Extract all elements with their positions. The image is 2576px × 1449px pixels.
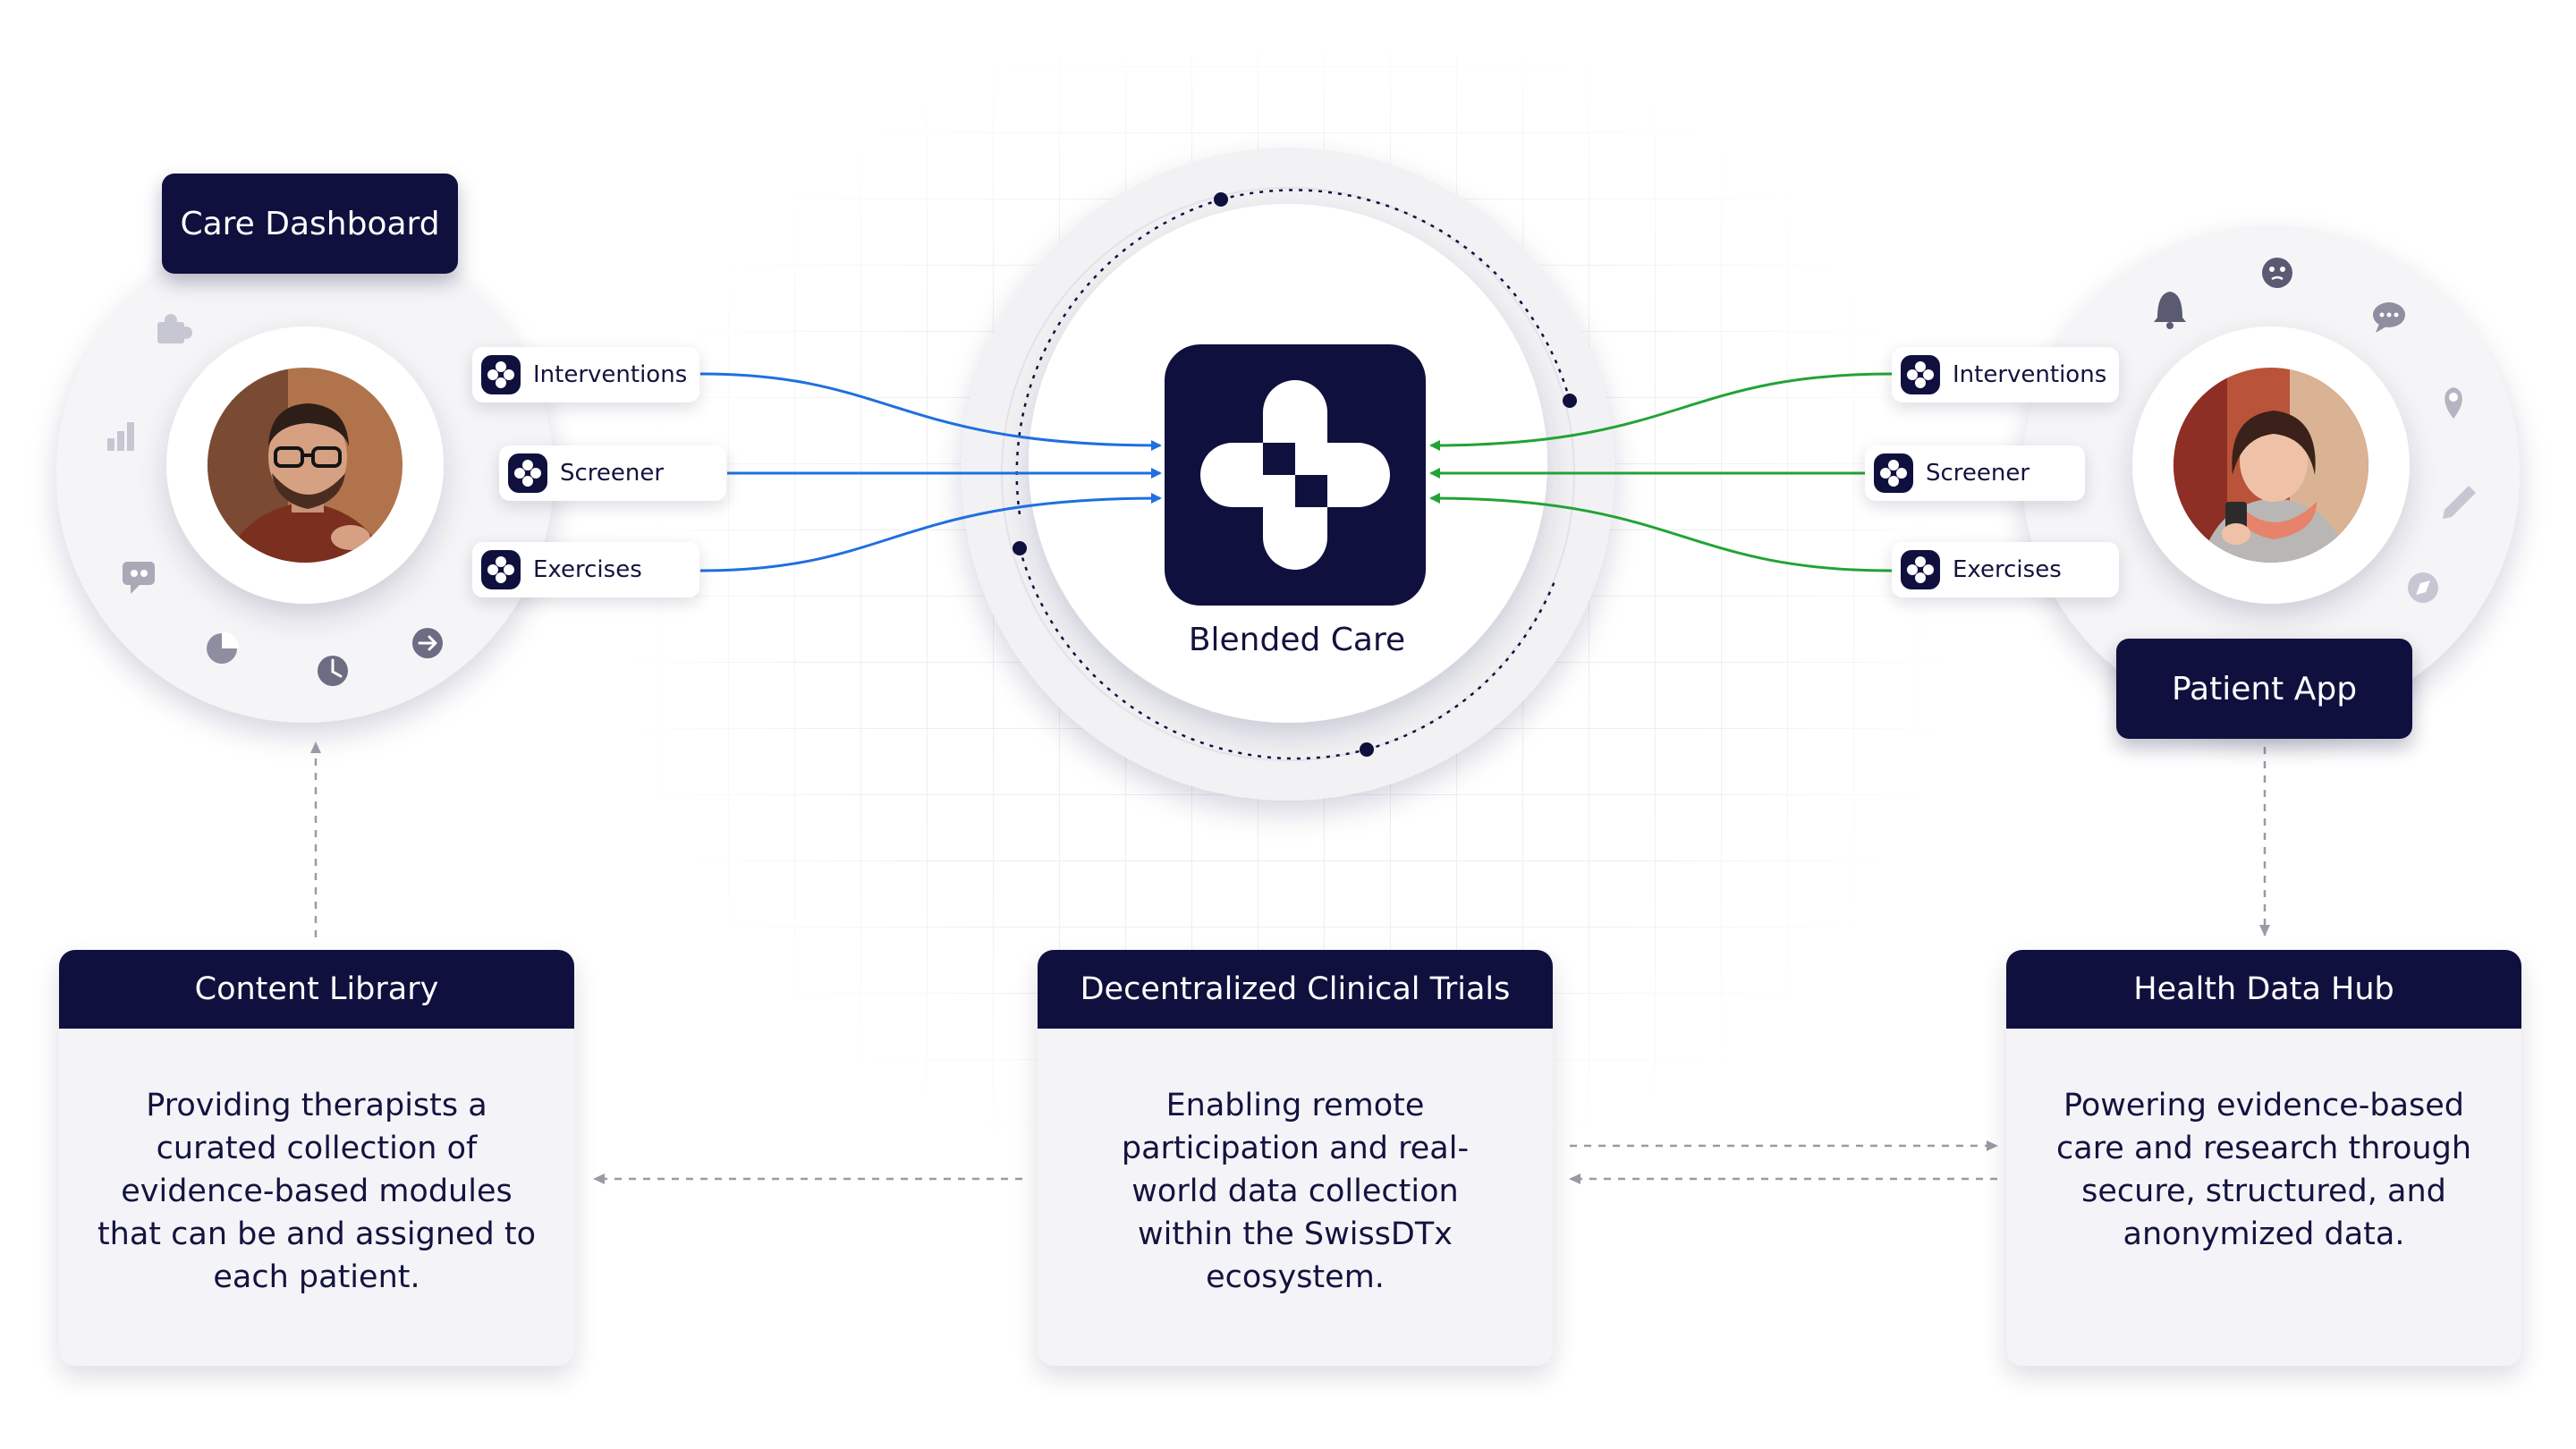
left-pill-screener[interactable]: Screener bbox=[499, 445, 726, 501]
connector-interventions-right bbox=[1429, 372, 1893, 451]
right-pill-exercises-label: Exercises bbox=[1953, 556, 2062, 583]
patient-app-label[interactable]: Patient App bbox=[2116, 639, 2412, 739]
puzzle-icon bbox=[157, 314, 192, 343]
left-pill-screener-label: Screener bbox=[560, 460, 665, 487]
right-pill-interventions-label: Interventions bbox=[1953, 361, 2107, 388]
health-data-hub-card: Health Data Hub Powering evidence-based … bbox=[2006, 950, 2521, 1366]
left-pill-exercises[interactable]: Exercises bbox=[472, 542, 699, 597]
card-description: Powering evidence-based care and researc… bbox=[2056, 1088, 2472, 1252]
chat-bubble-icon bbox=[123, 562, 155, 594]
patient-app-label-text: Patient App bbox=[2171, 670, 2358, 708]
patient-avatar bbox=[2174, 368, 2368, 563]
face-icon bbox=[2262, 258, 2292, 288]
pie-chart-icon bbox=[207, 631, 239, 664]
bell-icon bbox=[2154, 292, 2186, 329]
left-pill-interventions[interactable]: Interventions bbox=[472, 347, 699, 402]
module-icon bbox=[481, 355, 521, 394]
orbit-arc-bottom-right bbox=[1366, 580, 1556, 751]
location-pin-icon bbox=[2445, 387, 2462, 419]
content-library-card: Content Library Providing therapists a c… bbox=[59, 950, 574, 1366]
left-pill-interventions-label: Interventions bbox=[533, 361, 688, 388]
right-pill-exercises[interactable]: Exercises bbox=[1892, 542, 2119, 597]
module-icon bbox=[508, 453, 547, 493]
card-description: Providing therapists a curated collectio… bbox=[97, 1088, 537, 1295]
care-dashboard-label[interactable]: Care Dashboard bbox=[162, 174, 458, 274]
clinical-trials-card: Decentralized Clinical Trials Enabling r… bbox=[1038, 950, 1553, 1366]
compass-icon bbox=[2408, 572, 2438, 603]
card-title: Decentralized Clinical Trials bbox=[1038, 950, 1553, 1029]
module-icon bbox=[1901, 550, 1940, 589]
left-pill-exercises-label: Exercises bbox=[533, 556, 642, 583]
module-icon bbox=[1874, 453, 1913, 493]
module-icon bbox=[481, 550, 521, 589]
right-pill-screener-label: Screener bbox=[1926, 460, 2030, 487]
connector-exercises-right bbox=[1429, 493, 1893, 572]
orbit-arc-top-left bbox=[1015, 198, 1222, 515]
connector-interventions-left bbox=[699, 372, 1162, 451]
pencil-icon bbox=[2443, 486, 2476, 519]
therapist-avatar bbox=[208, 368, 402, 563]
card-title: Health Data Hub bbox=[2006, 950, 2521, 1029]
blended-care-label: Blended Care bbox=[1188, 622, 1406, 658]
right-pill-interventions[interactable]: Interventions bbox=[1892, 347, 2119, 402]
module-icon bbox=[1901, 355, 1940, 394]
card-description: Enabling remote participation and real-w… bbox=[1121, 1088, 1470, 1295]
right-pill-screener[interactable]: Screener bbox=[1865, 445, 2085, 501]
connector-exercises-left bbox=[699, 493, 1162, 572]
arrow-right-circle-icon bbox=[412, 628, 443, 658]
clock-icon bbox=[318, 656, 348, 686]
care-dashboard-label-text: Care Dashboard bbox=[180, 205, 440, 242]
chat-icon bbox=[2373, 302, 2405, 333]
card-title: Content Library bbox=[59, 950, 574, 1029]
bar-chart-icon bbox=[107, 422, 134, 451]
